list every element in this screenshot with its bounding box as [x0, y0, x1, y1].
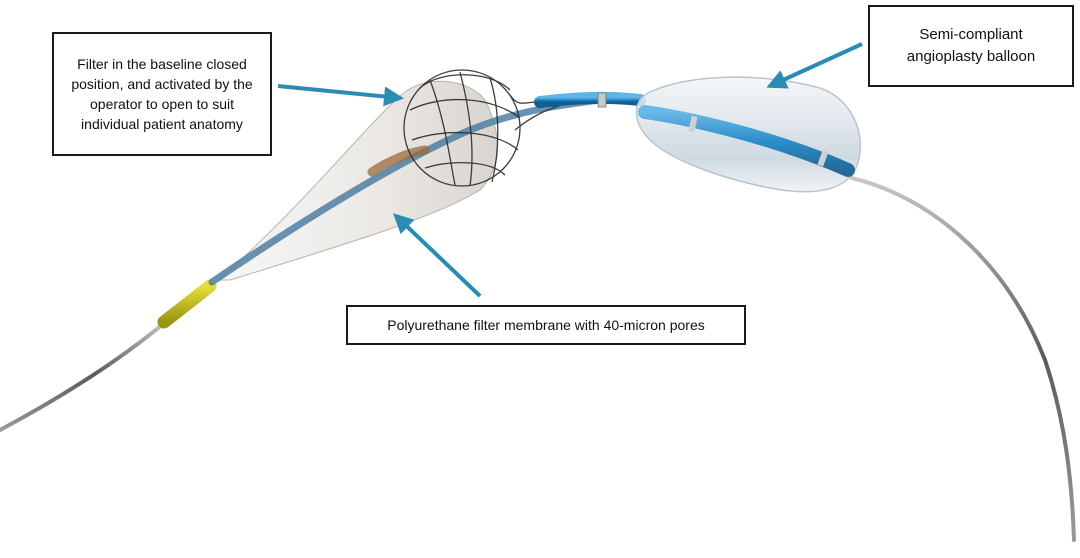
balloon-callout-arrow — [766, 42, 863, 89]
balloon-callout-label: Semi-compliant angioplasty balloon — [868, 5, 1074, 87]
catheter-shaft — [208, 96, 604, 286]
marker-band — [597, 92, 607, 108]
yellow-tip-marker — [157, 279, 217, 329]
proximal-guidewire — [850, 176, 1076, 542]
filter-basket — [403, 69, 581, 187]
filter-callout-arrow — [277, 84, 404, 107]
membrane-callout-label: Polyurethane filter membrane with 40-mic… — [346, 305, 746, 345]
membrane-callout-arrow — [393, 213, 482, 298]
distal-guidewire — [0, 318, 170, 432]
membrane-fold — [367, 145, 430, 177]
angioplasty-balloon — [635, 76, 862, 193]
blue-shaft — [534, 91, 646, 108]
filter-callout-label: Filter in the baseline closed position, … — [52, 32, 272, 156]
